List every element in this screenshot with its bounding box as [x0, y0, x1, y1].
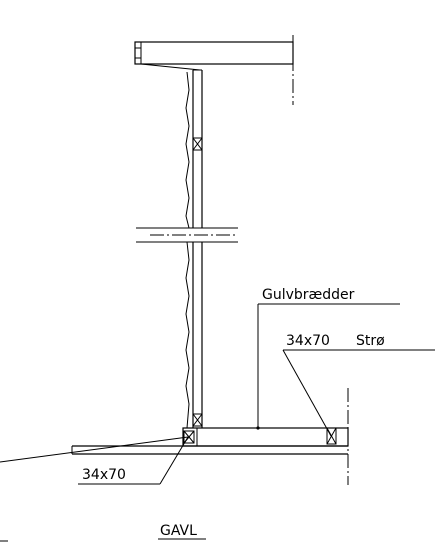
bottom-size-label: 34x70: [82, 467, 126, 483]
section-title-text: GAVL: [160, 523, 197, 539]
joist-callout: 34x70 Strø: [282, 333, 435, 437]
wall: [185, 69, 203, 429]
bottom-callout: 34x70: [0, 436, 189, 485]
joist-name-label: Strø: [356, 333, 385, 349]
joist-size-label: 34x70: [286, 333, 330, 349]
floorboards-label: Gulvbrædder: [262, 287, 355, 303]
floorboards-callout: Gulvbrædder: [256, 287, 400, 430]
top-plate: [134, 41, 294, 71]
section-title: GAVL: [0, 523, 206, 542]
wall-break-symbol: [136, 227, 238, 243]
floor: [182, 427, 349, 447]
